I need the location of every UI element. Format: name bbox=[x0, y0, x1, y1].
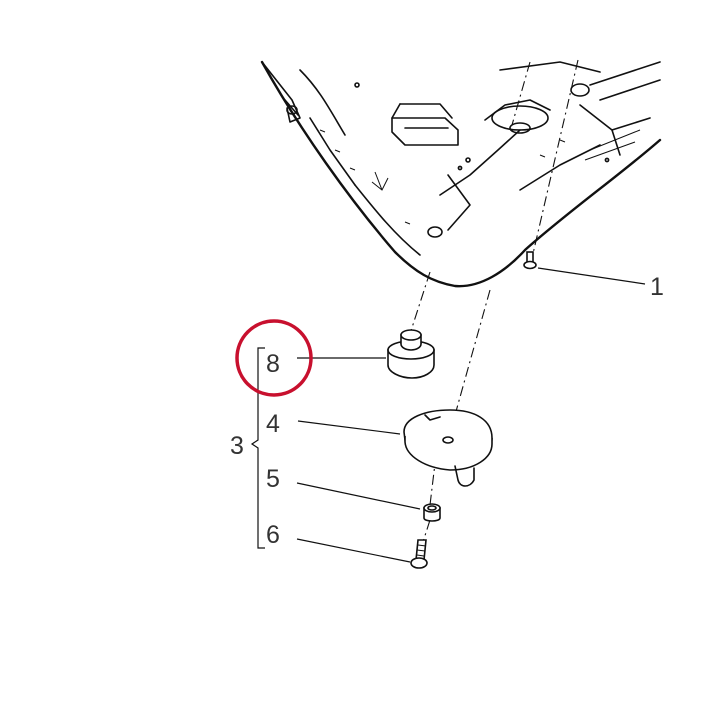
part-5-bushing bbox=[423, 503, 441, 522]
part-4-foot-plate bbox=[403, 409, 493, 487]
highlight-circle bbox=[235, 319, 313, 397]
group-bracket-3 bbox=[250, 347, 265, 549]
base-housing bbox=[260, 60, 662, 288]
part-6-screw bbox=[410, 539, 428, 569]
callout-1: 1 bbox=[650, 273, 664, 301]
callout-4: 4 bbox=[266, 410, 280, 438]
callout-6: 6 bbox=[266, 521, 280, 549]
callout-5: 5 bbox=[266, 465, 280, 493]
part-8-rubber-foot bbox=[387, 329, 435, 379]
part-1-screw bbox=[523, 251, 537, 270]
callout-3: 3 bbox=[230, 432, 244, 460]
callout-8: 8 bbox=[266, 350, 280, 378]
centre-lines bbox=[407, 59, 579, 546]
